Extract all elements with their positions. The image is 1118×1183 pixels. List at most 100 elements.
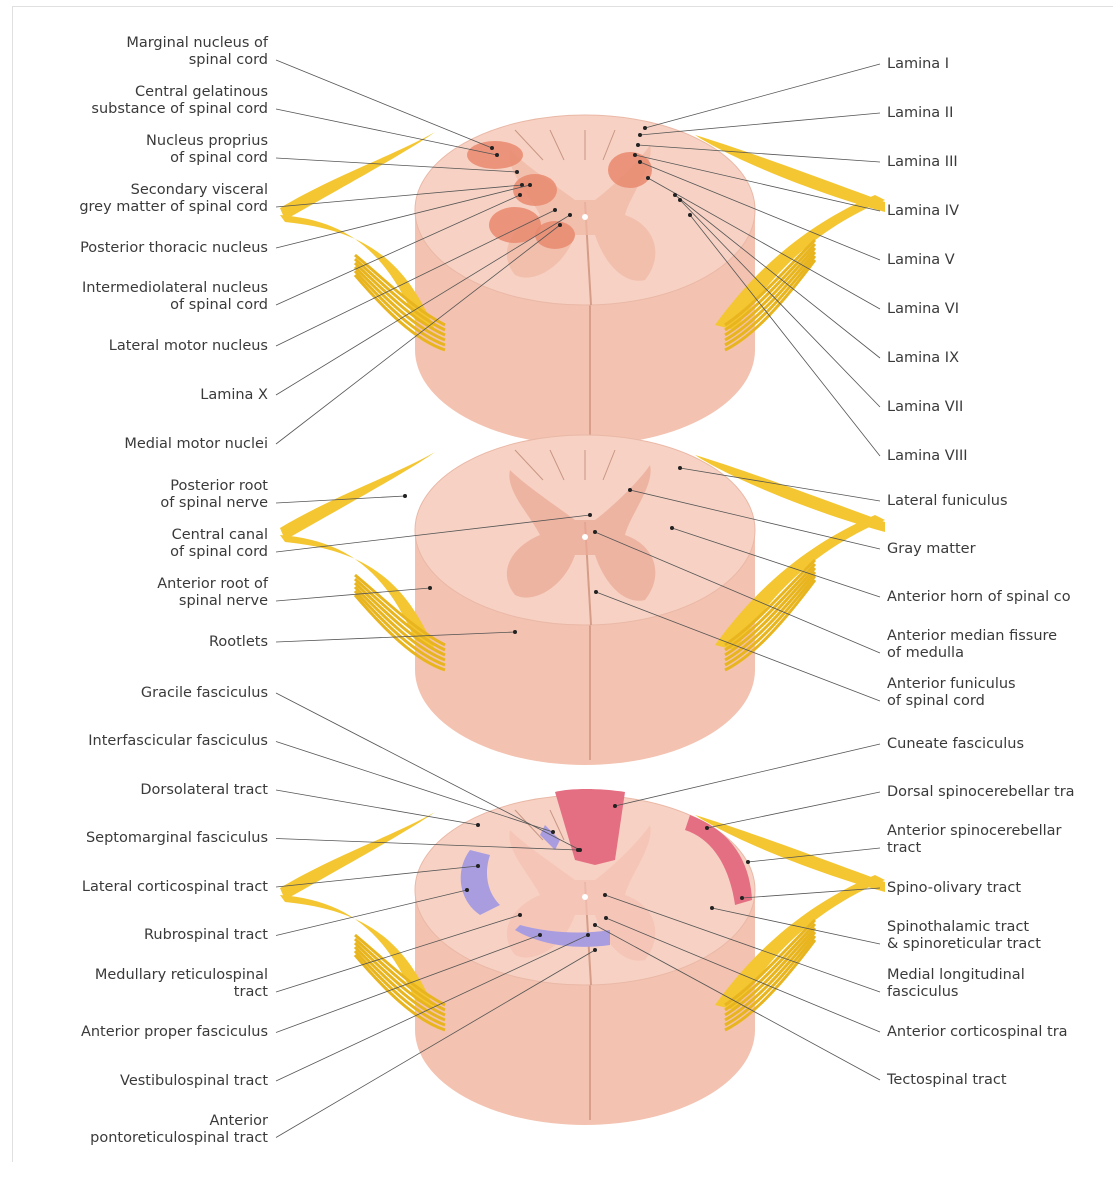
bottom_section-label-line: Spinothalamic tract [887, 919, 1041, 936]
middle_section-label-line: Lateral funiculus [887, 493, 1008, 510]
middle_section-label-2: Anterior horn of spinal co [887, 589, 1071, 606]
bottom_section-label-7: Anterior proper fasciculus [81, 1024, 268, 1041]
top_section-leader-line [276, 109, 497, 155]
bottom_section-label-line: Cuneate fasciculus [887, 736, 1024, 753]
bottom_section-leader-line [742, 888, 880, 898]
top_section-label-line: Lamina IX [887, 350, 959, 367]
top_section-label-5: Lamina VI [887, 301, 959, 318]
top_section-label-7: Lamina X [200, 387, 268, 404]
bottom_section-label-line: Medial longitudinal [887, 967, 1025, 984]
middle_section-label-line: spinal nerve [157, 593, 268, 610]
middle_section-leader-dot [403, 494, 407, 498]
top_section-label-6: Lamina IX [887, 350, 959, 367]
middle_section-leader-dot [670, 526, 674, 530]
middle_section-label-line: Anterior horn of spinal co [887, 589, 1071, 606]
middle_section-label-line: of spinal nerve [160, 495, 268, 512]
bottom_section-label-2: Dorsolateral tract [140, 782, 268, 799]
top_section-label-line: Intermediolateral nucleus [82, 280, 268, 297]
bottom_section-label-2: Anterior spinocerebellartract [887, 823, 1061, 857]
bottom_section-label-6: Medullary reticulospinaltract [95, 967, 268, 1001]
top_section-leader-dot [643, 126, 647, 130]
bottom_section-label-line: tract [887, 840, 1061, 857]
middle_section-label-1: Central canalof spinal cord [170, 527, 268, 561]
top_section-label-8: Lamina VIII [887, 448, 968, 465]
posterior-root-left [280, 812, 435, 900]
top_section-leader-line [645, 64, 880, 128]
bottom_section-leader-dot [476, 864, 480, 868]
central-canal [582, 214, 588, 220]
middle_section-label-0: Posterior rootof spinal nerve [160, 478, 268, 512]
middle_section-leader-dot [428, 586, 432, 590]
top_section-leader-dot [636, 143, 640, 147]
top_section-label-1: Lamina II [887, 105, 953, 122]
middle_section-leader-dot [594, 590, 598, 594]
top_section-label-line: Lamina II [887, 105, 953, 122]
middle_section-leader-dot [593, 530, 597, 534]
middle_section-label-line: Posterior root [160, 478, 268, 495]
top_section-label-line: of spinal cord [146, 150, 268, 167]
middle_section-label-line: Anterior funiculus [887, 676, 1016, 693]
top_section-label-line: of spinal cord [82, 297, 268, 314]
top_section-leader-dot [673, 193, 677, 197]
top_section-label-2: Nucleus propriusof spinal cord [146, 133, 268, 167]
bottom_section-label-0: Cuneate fasciculus [887, 736, 1024, 753]
top_section-leader-dot [638, 160, 642, 164]
top_section-label-line: Lamina I [887, 56, 949, 73]
bottom_section-label-line: Medullary reticulospinal [95, 967, 268, 984]
top_section-label-line: Lamina III [887, 154, 958, 171]
bottom_section-label-line: fasciculus [887, 984, 1025, 1001]
bottom_section-leader-dot [746, 860, 750, 864]
top_section-leader-line [640, 113, 880, 135]
bottom_section-label-line: tract [95, 984, 268, 1001]
bottom_section-label-line: Dorsal spinocerebellar tra [887, 784, 1075, 801]
middle_section-label-line: Anterior median fissure [887, 628, 1057, 645]
top_section-label-0: Marginal nucleus ofspinal cord [126, 35, 268, 69]
middle_section-label-line: Gray matter [887, 541, 976, 558]
bottom_section-leader-dot [538, 933, 542, 937]
bottom_section-leader-line [707, 792, 880, 828]
top_section-label-8: Medial motor nuclei [124, 436, 268, 453]
top_section-label-line: Lamina VI [887, 301, 959, 318]
top_section-label-3: Lamina IV [887, 203, 959, 220]
middle_section-label-line: of spinal cord [170, 544, 268, 561]
central-canal [582, 534, 588, 540]
bottom_section-leader-dot [603, 893, 607, 897]
bottom_section-leader-dot [705, 826, 709, 830]
top_section-label-line: Lamina V [887, 252, 955, 269]
bottom_section-label-3: Septomarginal fasciculus [86, 830, 268, 847]
middle_section-leader-dot [588, 513, 592, 517]
posterior-root-left [280, 132, 435, 220]
top_section-label-line: grey matter of spinal cord [79, 199, 268, 216]
bottom_section-leader-dot [710, 906, 714, 910]
bottom_section-label-line: Interfascicular fasciculus [88, 733, 268, 750]
top_section-label-line: substance of spinal cord [91, 101, 268, 118]
top_section-label-line: Lamina VII [887, 399, 963, 416]
top_section-leader-dot [688, 213, 692, 217]
middle_section-label-3: Rootlets [209, 634, 268, 651]
bottom_section-label-line: Gracile fasciculus [141, 685, 268, 702]
top_section-label-line: Lamina IV [887, 203, 959, 220]
top_section-label-line: Posterior thoracic nucleus [80, 240, 268, 257]
top_section-label-line: Marginal nucleus of [126, 35, 268, 52]
middle_section-label-line: of medulla [887, 645, 1057, 662]
bottom_section-leader-dot [465, 888, 469, 892]
bottom_section-leader-dot [604, 916, 608, 920]
top_section-label-6: Lateral motor nucleus [109, 338, 268, 355]
nucleus-region [535, 221, 575, 249]
bottom_section-label-line: Vestibulospinal tract [120, 1073, 268, 1090]
bottom_section-label-8: Vestibulospinal tract [120, 1073, 268, 1090]
bottom_section-leader-dot [593, 923, 597, 927]
top_section-label-0: Lamina I [887, 56, 949, 73]
top_section-leader-dot [678, 198, 682, 202]
middle_section-label-0: Lateral funiculus [887, 493, 1008, 510]
top_section-label-line: Central gelatinous [91, 84, 268, 101]
top_section-label-4: Posterior thoracic nucleus [80, 240, 268, 257]
middle_section-label-1: Gray matter [887, 541, 976, 558]
top_section-label-line: Lateral motor nucleus [109, 338, 268, 355]
top_section-leader-dot [490, 146, 494, 150]
bottom_section-leader-dot [576, 848, 580, 852]
